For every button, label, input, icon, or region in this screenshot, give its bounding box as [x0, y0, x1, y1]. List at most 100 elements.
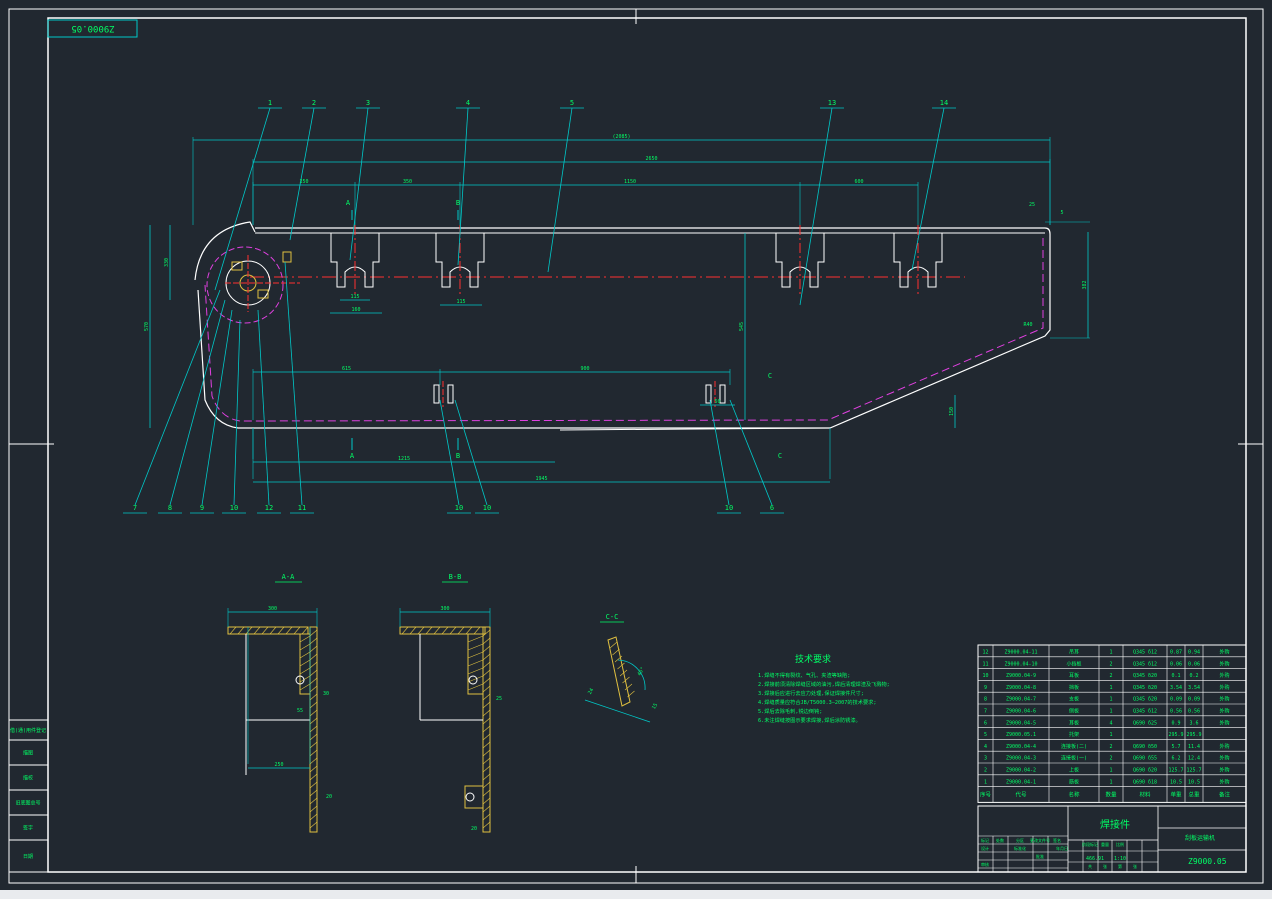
bom-cell: 托架	[1069, 731, 1079, 738]
bb-top-plate	[399, 626, 486, 635]
sidebar-label: 描校	[23, 775, 33, 782]
bom-cell: 125.7	[1186, 768, 1201, 774]
tb-label: 批准	[1036, 853, 1044, 859]
bom-cell: 3.6	[1189, 720, 1198, 726]
bom-cell: Z9000.04-3	[1006, 756, 1036, 762]
bom-cell: Q345 δ12	[1133, 661, 1157, 667]
callout-leader	[284, 261, 303, 506]
hatch-line	[482, 797, 491, 805]
note-line: 4.焊缝质量应符合JB/T5000.3—2007的技术要求;	[758, 698, 876, 706]
hatch-line	[473, 626, 481, 635]
dim-text: 570	[144, 322, 150, 331]
notes-title: 技术要求	[795, 653, 831, 665]
hatch-line	[482, 733, 491, 741]
hatch-line	[309, 677, 318, 685]
hatch-line	[309, 749, 318, 757]
hatch-line	[253, 626, 261, 635]
section-cc-title: C-C	[606, 613, 619, 621]
dim-text: 150	[949, 407, 955, 416]
bom-cell: 6.2	[1171, 756, 1180, 762]
bom-cell: Z9000.04-11	[1004, 650, 1037, 656]
technical-notes: 技术要求 1.焊缝不得有裂纹、气孔、夹渣等缺陷;2.焊接前须清除焊缝区域的油污,…	[758, 653, 890, 724]
hatch-line	[482, 709, 491, 717]
bom-cell: 12	[982, 650, 988, 656]
bom-cell: 1	[1109, 768, 1112, 774]
hatch-line	[309, 717, 318, 725]
bom-cell: 0.06	[1188, 661, 1200, 667]
bom-cell: 4	[1109, 720, 1112, 726]
hatch-line	[482, 765, 491, 773]
bom-cell: 外购	[1219, 743, 1229, 750]
bottom-ear	[719, 384, 726, 404]
section-bb-title: B-B	[449, 573, 462, 581]
bom-cell: 小挡板	[1066, 660, 1081, 667]
hatch-line	[482, 781, 491, 789]
hatch-line	[309, 709, 318, 717]
cc-plate	[607, 636, 631, 707]
bom-cell: 外购	[1219, 660, 1229, 667]
bom-cell: 外购	[1219, 672, 1229, 679]
hatch-line	[482, 637, 491, 645]
hatch-line	[441, 626, 449, 635]
code-box-text: Z9000.05	[71, 23, 114, 33]
callout-number: 2	[312, 99, 316, 107]
bb-ear	[464, 785, 484, 809]
bom-cell: 1	[1109, 779, 1112, 785]
bom-cell: 外购	[1219, 684, 1229, 691]
hatch-line	[309, 725, 318, 733]
section-mark-letter: B	[456, 199, 460, 207]
bom-cell: Q690 δ18	[1133, 779, 1157, 785]
hatch-line	[482, 685, 491, 693]
hatch-line	[619, 669, 628, 677]
aa-hole	[295, 675, 305, 685]
bom-cell: 12.4	[1188, 756, 1200, 762]
dim-text: 350	[299, 179, 308, 185]
hinge-block	[282, 251, 292, 263]
hatch-line	[433, 626, 441, 635]
bom-cell: 侧板	[1069, 708, 1079, 715]
hinge-block	[231, 261, 243, 271]
callout-leader	[729, 399, 773, 506]
hatch-line	[614, 655, 623, 663]
cc-dim-line	[584, 699, 651, 723]
bom-cell: 10.5	[1188, 779, 1200, 785]
bom-cell: Z9000.04-1	[1006, 779, 1036, 785]
bom-cell: 10	[982, 673, 988, 679]
bom-cell: 0.1	[1171, 673, 1180, 679]
title-block: 焊接件 刮板运输机 Z9000.05 466.91 1:10 标记处数分区更改文…	[977, 805, 1247, 873]
hatch-line	[617, 662, 625, 670]
section-mark-letter: C	[778, 452, 782, 460]
bom-cell: 1	[1109, 732, 1112, 738]
bom-cell: 6	[984, 720, 987, 726]
hatch-line	[309, 701, 318, 709]
bom-cell: 筋板	[1069, 778, 1079, 785]
hatch-line	[309, 765, 318, 773]
dim-text: 25	[1029, 202, 1035, 208]
bom-header-cell: 材料	[1139, 791, 1151, 799]
hatch-line	[482, 693, 491, 701]
hatch-line	[482, 669, 491, 677]
callout-leader	[257, 309, 270, 506]
bom-cell: 外购	[1219, 649, 1229, 656]
dim-text: 20	[326, 794, 332, 800]
bom-cell: 0.56	[1188, 709, 1200, 715]
hatch-line	[309, 669, 318, 677]
bom-header-cell: 名称	[1068, 791, 1080, 799]
bom-cell: 挡板	[1069, 684, 1079, 691]
hatch-line	[309, 645, 318, 653]
hatch-line	[229, 626, 237, 635]
bom-cell: 外购	[1219, 755, 1229, 762]
hatch-line	[482, 645, 491, 653]
bom-cell: 11.4	[1188, 744, 1200, 750]
bom-cell: Q345 δ20	[1133, 697, 1157, 703]
callout-leader	[799, 107, 833, 306]
hinge-arc-outer	[194, 221, 256, 281]
bom-cell: 4	[984, 744, 987, 750]
callout-leader	[547, 107, 573, 273]
tb-label: 签名	[1053, 837, 1061, 843]
hinge-hidden-circle	[206, 246, 284, 324]
bom-cell: 1	[984, 779, 987, 785]
bom-cell: 9	[984, 685, 987, 691]
bom-cell: Z9000.04-2	[1006, 768, 1036, 774]
